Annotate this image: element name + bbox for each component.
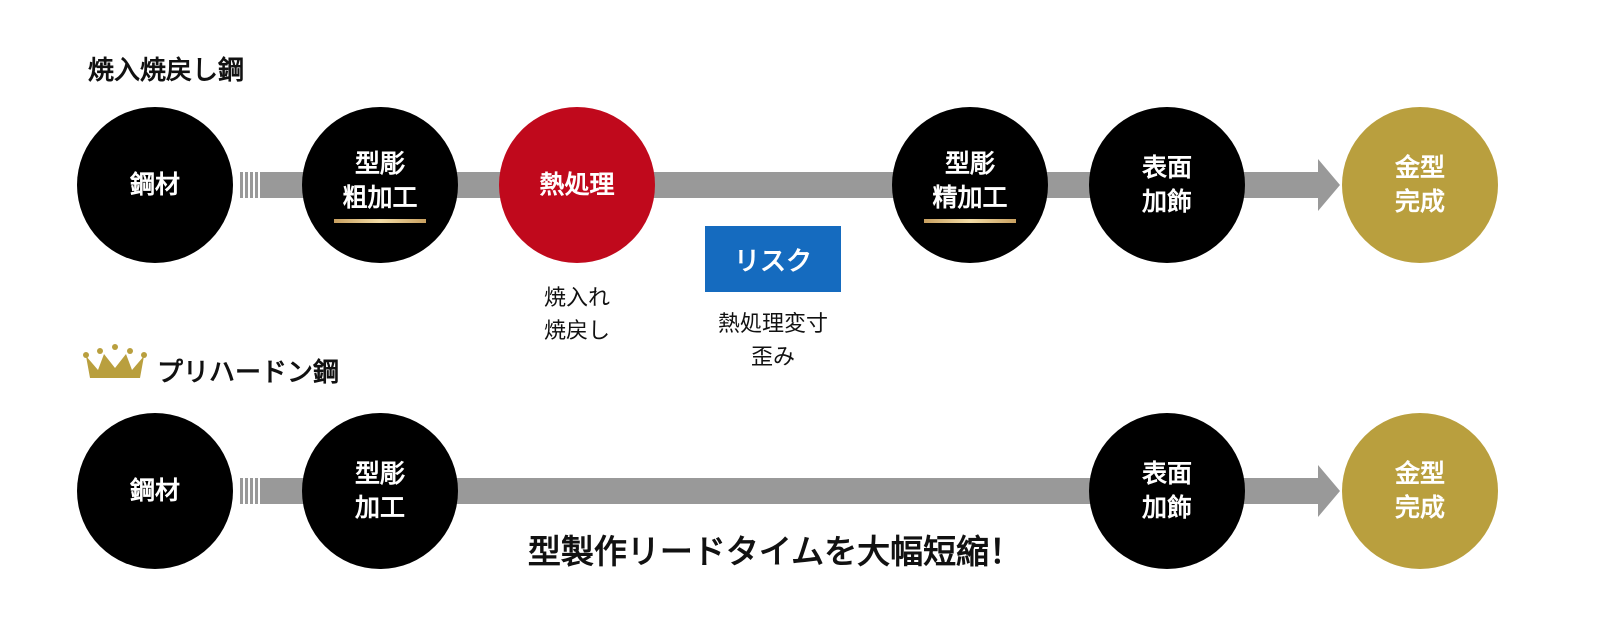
row1-title: 焼入焼戻し鋼: [88, 56, 245, 86]
step-label: 鋼材: [129, 170, 180, 200]
step-label: 表面: [1141, 153, 1192, 183]
step-label: 鋼材: [129, 476, 180, 506]
step-label: 精加工: [932, 183, 1008, 212]
step-finish-machining: 型彫精加工: [892, 107, 1048, 263]
step-steel: 鋼材: [77, 413, 233, 569]
note-line: 熱処理変寸: [717, 312, 828, 337]
crown-icon: [83, 344, 147, 378]
note-line: 焼入れ: [543, 286, 610, 311]
step-label: 型彫: [944, 149, 995, 179]
step-steel: 鋼材: [77, 107, 233, 263]
step-label: 型彫: [354, 149, 405, 179]
note-line: 歪み: [750, 345, 795, 370]
step-label: 金型: [1394, 153, 1445, 183]
step-label: 型彫: [354, 459, 405, 489]
step-rough-machining: 型彫粗加工: [302, 107, 458, 263]
step-surface-finish: 表面加飾: [1089, 413, 1245, 569]
risk-badge: リスク: [705, 226, 841, 292]
heat-note: 焼入れ焼戻し: [517, 282, 637, 348]
row2-title: プリハードン鋼: [157, 358, 340, 388]
step-label: 加工: [354, 493, 405, 522]
arrow-head-icon: [1318, 159, 1340, 211]
flow-start-stripes: [240, 478, 260, 504]
step-surface-finish: 表面加飾: [1089, 107, 1245, 263]
gold-underline: [924, 218, 1016, 223]
flow-start-stripes: [240, 172, 260, 198]
step-label: 熱処理: [539, 170, 615, 200]
step-mold-complete: 金型完成: [1342, 107, 1498, 263]
step-label: 表面: [1141, 459, 1192, 489]
step-heat-treatment: 熱処理: [499, 107, 655, 263]
gold-underline: [334, 218, 426, 223]
step-label: 完成: [1394, 493, 1445, 522]
step-mold-complete: 金型完成: [1342, 413, 1498, 569]
arrow-head-icon: [1318, 465, 1340, 517]
step-machining: 型彫加工: [302, 413, 458, 569]
step-label: 加飾: [1141, 493, 1192, 522]
step-label: 粗加工: [342, 183, 418, 212]
step-label: 完成: [1394, 187, 1445, 216]
risk-note: 熱処理変寸歪み: [683, 308, 863, 374]
note-line: 焼戻し: [543, 319, 610, 344]
headline: 型製作リードタイムを大幅短縮！: [527, 532, 1023, 571]
step-label: 金型: [1394, 459, 1445, 489]
step-label: 加飾: [1141, 187, 1192, 216]
